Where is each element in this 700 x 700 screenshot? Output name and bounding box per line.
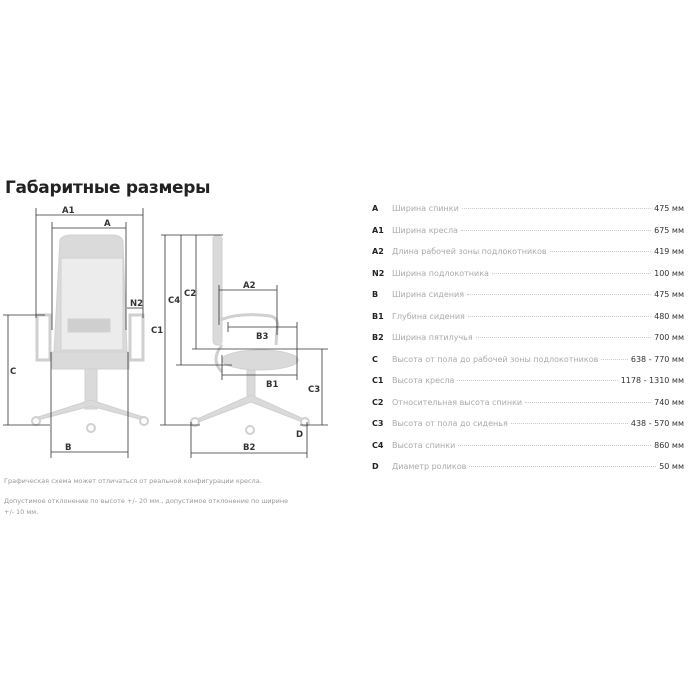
dotted-leader — [475, 337, 652, 338]
dimension-value: 419 мм — [654, 247, 684, 256]
dimension-row: C1 Высота кресла 1178 - 1310 мм — [372, 376, 684, 398]
diagram-note: Графическая схема может отличаться от ре… — [4, 477, 262, 485]
dimension-description: Длина рабочей зоны подлокотников — [392, 247, 547, 256]
label-B: B — [65, 443, 71, 453]
dimension-value: 100 мм — [654, 268, 684, 278]
label-B2: B2 — [243, 443, 255, 453]
dimension-row: A1 Ширина кресла 675 мм — [372, 226, 684, 248]
dimension-description: Высота кресла — [392, 376, 455, 385]
label-B1: B1 — [266, 380, 278, 390]
dimension-code: C1 — [372, 376, 384, 385]
dimension-code: N2 — [372, 268, 385, 278]
dimension-value: 475 мм — [654, 204, 684, 213]
dotted-leader — [467, 315, 652, 317]
dimension-code: C4 — [372, 440, 384, 450]
dimension-code: A2 — [372, 247, 384, 256]
dimensions-table: A Ширина спинки 475 мм A1 Ширина кресла 675 м… — [372, 204, 684, 484]
dotted-leader — [460, 229, 652, 231]
tolerance-note: Допустимое отклонение по высоте +/- 20 м… — [4, 497, 289, 516]
dimension-description: Ширина спинки — [392, 204, 459, 213]
label-A2: A2 — [243, 281, 256, 291]
dotted-leader — [469, 466, 657, 467]
label-N2: N2 — [130, 299, 143, 309]
dimension-row: A2 Длина рабочей зоны подлокотников 419 мм — [372, 247, 684, 269]
dimension-code: C — [372, 354, 378, 364]
label-B3: B3 — [256, 332, 268, 342]
dimension-row: B1 Глубина сидения 480 мм — [372, 312, 684, 334]
dimension-description: Ширина сидения — [392, 290, 464, 299]
dotted-leader — [491, 272, 652, 274]
dimension-row: A Ширина спинки 475 мм — [372, 204, 684, 226]
label-C4: C4 — [168, 296, 180, 306]
dimension-code: C2 — [372, 397, 384, 407]
front-view-chair — [31, 234, 149, 433]
dimension-code: C3 — [372, 419, 384, 428]
chair-dimension-diagram: A1 A N2 C C1 B C4 C2 A2 B3 B1 C3 B2 D — [3, 206, 328, 458]
label-A1: A1 — [62, 206, 75, 216]
dimension-description: Высота от пола до сиденья — [392, 419, 508, 428]
label-C2: C2 — [184, 289, 196, 299]
dotted-leader — [458, 444, 652, 446]
dimension-description: Ширина пятилучья — [392, 333, 473, 342]
dimension-row: C Высота от пола до рабочей зоны подлокот… — [372, 355, 684, 377]
dimension-row: C2 Относительная высота спинки 740 мм — [372, 398, 684, 420]
dimension-description: Относительная высота спинки — [392, 397, 523, 407]
dotted-leader — [457, 380, 618, 381]
dimension-value: 475 мм — [654, 290, 684, 299]
dimension-description: Высота спинки — [392, 440, 456, 450]
dimension-lines — [3, 208, 328, 458]
dotted-leader — [549, 251, 652, 252]
label-A: A — [104, 219, 111, 229]
dimension-row: B Ширина сидения 475 мм — [372, 290, 684, 312]
dimension-value: 675 мм — [654, 225, 684, 235]
dimension-value: 860 мм — [654, 440, 684, 450]
dimension-row: B2 Ширина пятилучья 700 мм — [372, 333, 684, 355]
dimension-code: B1 — [372, 311, 384, 321]
dimension-description: Диаметр роликов — [392, 462, 467, 471]
dimension-row: D Диаметр роликов 50 мм — [372, 462, 684, 484]
dimension-code: B2 — [372, 333, 384, 342]
dimension-value: 1178 - 1310 мм — [620, 376, 684, 385]
dimension-description: Ширина кресла — [392, 225, 458, 235]
page-title: Габаритные размеры — [5, 178, 211, 198]
dotted-leader — [467, 294, 652, 295]
dimension-value: 480 мм — [654, 311, 684, 321]
dimension-value: 700 мм — [654, 333, 684, 342]
dimension-value: 638 - 770 мм — [630, 354, 684, 364]
label-D: D — [296, 430, 303, 440]
label-C1: C1 — [151, 326, 163, 336]
label-C: C — [10, 367, 16, 377]
dotted-leader — [510, 423, 628, 424]
dimension-row: C3 Высота от пола до сиденья 438 - 570 мм — [372, 419, 684, 441]
label-C3: C3 — [308, 385, 320, 395]
dimension-value: 50 мм — [659, 462, 684, 471]
dimension-code: A — [372, 204, 379, 213]
dimension-code: A1 — [372, 225, 384, 235]
dotted-leader — [461, 208, 652, 209]
dimension-description: Ширина подлокотника — [392, 268, 489, 278]
dotted-leader — [525, 401, 652, 403]
dimension-value: 740 мм — [654, 397, 684, 407]
dimension-value: 438 - 570 мм — [630, 419, 684, 428]
dimension-code: D — [372, 462, 379, 471]
dotted-leader — [601, 358, 628, 360]
dimension-code: B — [372, 290, 379, 299]
dimension-description: Глубина сидения — [392, 311, 465, 321]
side-view-chair — [190, 234, 310, 435]
dimension-description: Высота от пола до рабочей зоны подлокотн… — [392, 354, 599, 364]
dimension-row: C4 Высота спинки 860 мм — [372, 441, 684, 463]
dimension-row: N2 Ширина подлокотника 100 мм — [372, 269, 684, 291]
